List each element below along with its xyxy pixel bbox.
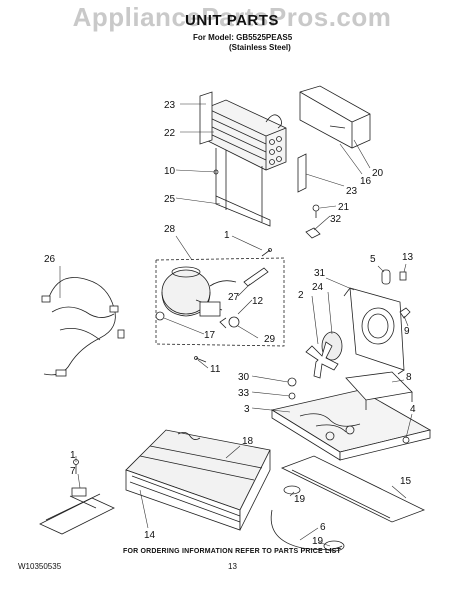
callout-leaders (59, 103, 413, 547)
callout-13: 13 (402, 252, 414, 263)
drain-pan-drawing (270, 455, 426, 552)
callout-3: 3 (244, 404, 250, 415)
callout-6: 6 (320, 522, 326, 533)
callout-1b: 1 (70, 450, 76, 461)
callout-15: 15 (400, 476, 412, 487)
callout-2: 2 (298, 290, 304, 301)
callout-7: 7 (70, 466, 76, 477)
wiring-harness-drawing (41, 277, 125, 377)
callout-labels: 23 22 10 25 28 26 1 27 12 17 29 11 20 16… (44, 100, 416, 547)
callout-11: 11 (210, 364, 221, 375)
callout-16: 16 (360, 176, 372, 187)
fan-assembly-drawing (305, 269, 411, 379)
condenser-coil-bottom-drawing (125, 429, 271, 531)
base-pan-drawing (270, 371, 432, 461)
callout-31: 31 (314, 268, 326, 279)
site-watermark: AppliancePartsPros.com (72, 2, 392, 32)
callout-20: 20 (372, 168, 384, 179)
callout-28: 28 (164, 224, 176, 235)
callout-25: 25 (164, 194, 176, 205)
callout-29: 29 (264, 334, 276, 345)
page-number: 13 (228, 562, 237, 571)
callout-32: 32 (330, 214, 342, 225)
callout-8: 8 (406, 372, 412, 383)
screw-clip-drawing (305, 204, 321, 239)
callout-17: 17 (204, 330, 216, 341)
compressor-group-drawing (155, 248, 285, 347)
callout-12: 12 (252, 296, 264, 307)
document-id: W10350535 (18, 562, 62, 571)
mounting-bracket-drawing (39, 459, 115, 535)
callout-9: 9 (404, 326, 410, 337)
ordering-note: FOR ORDERING INFORMATION REFER TO PARTS … (122, 548, 342, 555)
callout-19b: 19 (312, 536, 324, 547)
callout-4: 4 (410, 404, 416, 415)
callout-23a: 23 (164, 100, 176, 111)
callout-1a: 1 (224, 230, 230, 241)
page-title: UNIT PARTS (185, 12, 279, 29)
callout-33: 33 (238, 388, 250, 399)
callout-30: 30 (238, 372, 250, 383)
condenser-coil-drawing (199, 91, 287, 227)
callout-22: 22 (164, 128, 176, 139)
cover-bracket-drawing (297, 85, 371, 193)
callout-5: 5 (370, 254, 376, 265)
callout-19a: 19 (294, 494, 306, 505)
callout-24: 24 (312, 282, 324, 293)
callout-18: 18 (242, 436, 254, 447)
model-finish: (Stainless Steel) (229, 43, 291, 52)
callout-10: 10 (164, 166, 176, 177)
callout-14: 14 (144, 530, 156, 541)
callout-23b: 23 (346, 186, 358, 197)
callout-26: 26 (44, 254, 56, 265)
callout-21: 21 (338, 202, 350, 213)
model-number: For Model: GB5525PEAS5 (193, 33, 293, 42)
callout-27: 27 (228, 292, 240, 303)
